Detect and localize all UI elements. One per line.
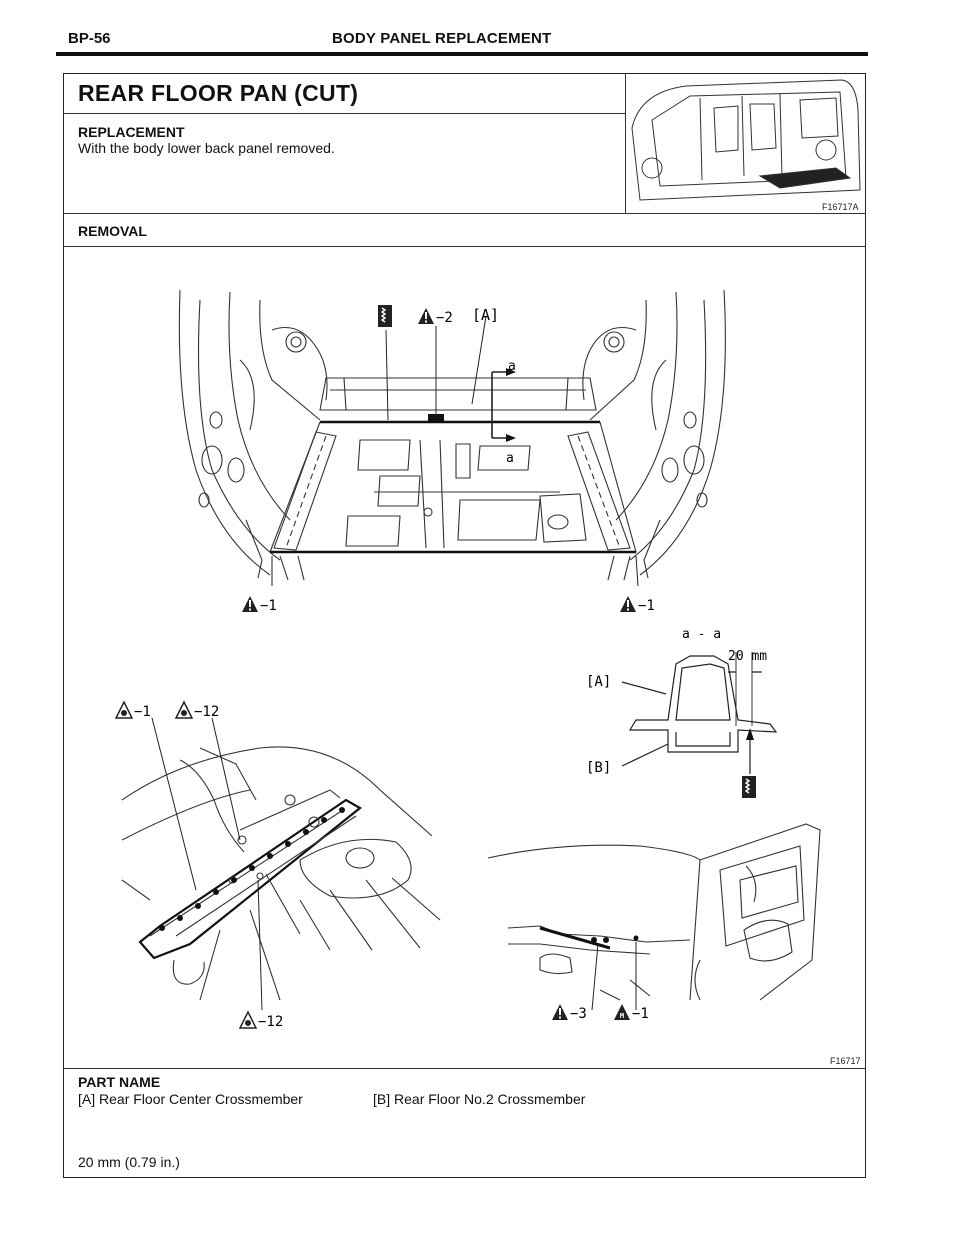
part-a-name: [A] Rear Floor Center Crossmember [78,1091,303,1107]
bracket-b-section-label: [B] [586,760,611,776]
weld-label-1-left: −1 [260,598,277,614]
spot-weld-icon [115,701,133,719]
page-number: BP-56 [68,30,111,47]
removal-figure-code: F16717 [830,1056,861,1066]
saw-cut-icon [377,304,393,328]
measurement-note: 20 mm (0.79 in.) [78,1154,180,1170]
cut-a-label-bottom: a [506,451,514,466]
lower-left-leaders [151,717,263,1011]
title-divider [63,113,625,114]
vehicle-body-thumbnail [631,79,861,201]
title-vertical-divider [625,73,626,213]
removal-heading-divider [63,246,866,247]
lower-right-detail [487,823,821,1001]
main-leader-lines [271,315,639,587]
weld-label-3: −3 [570,1006,587,1022]
page-header-title: BODY PANEL REPLACEMENT [332,30,552,47]
removal-top-divider [63,213,866,214]
weld-warning-icon [242,596,258,612]
spot-label-12-bottom: −12 [258,1014,283,1030]
mig-label-1: −1 [632,1006,649,1022]
content-frame [63,73,866,1178]
weld-warning-icon [620,596,636,612]
top-figure-code: F16717A [822,202,859,212]
part-name-heading: PART NAME [78,1074,161,1090]
replacement-heading: REPLACEMENT [78,124,185,140]
weld-warning-icon [418,308,434,324]
bracket-a-label: [A] [472,306,499,324]
weld-label-1-right: −1 [638,598,655,614]
cut-a-label-top: a [508,359,516,374]
section-aa-detail [621,652,778,774]
saw-cut-icon [741,775,757,799]
spot-weld-icon [239,1011,257,1029]
lower-right-leaders [591,942,637,1011]
parts-divider [63,1068,866,1069]
rear-floor-illustration [178,289,726,581]
spot-label-1: −1 [134,704,151,720]
spot-label-12-top: −12 [194,704,219,720]
lower-left-detail [121,746,441,1001]
spot-weld-points [159,807,345,931]
replacement-note: With the body lower back panel removed. [78,140,335,156]
section-aa-label: a - a [682,627,721,642]
weld-warning-icon [552,1004,568,1020]
removal-heading: REMOVAL [78,223,147,239]
dimension-label: 20 mm [728,649,767,664]
bracket-a-section-label: [A] [586,674,611,690]
mig-weld-icon [614,1004,630,1020]
lower-right-points [591,935,639,943]
weld-label-2: −2 [436,310,453,326]
spot-weld-icon [175,701,193,719]
section-arrow-icon [506,368,516,442]
section-title: REAR FLOOR PAN (CUT) [78,80,359,106]
header-rule [56,52,868,56]
part-b-name: [B] Rear Floor No.2 Crossmember [373,1091,586,1107]
up-arrow-icon [746,728,754,740]
